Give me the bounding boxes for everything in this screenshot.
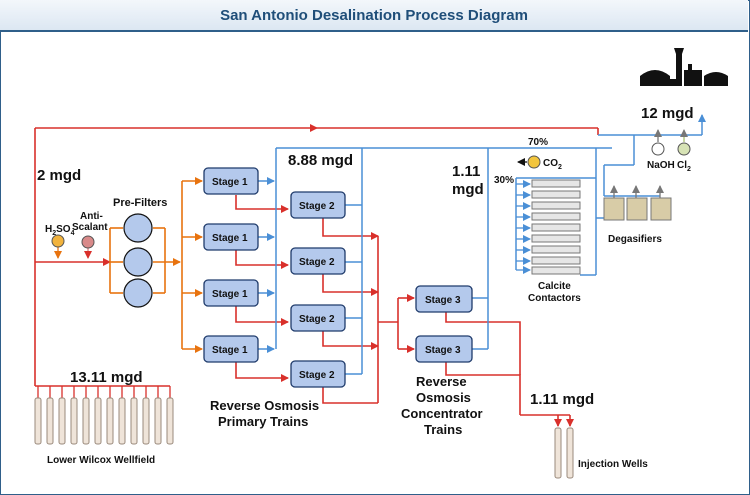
stage2-label: Stage 2 bbox=[299, 314, 335, 325]
chemical-dosing bbox=[51, 129, 691, 259]
stage1-label: Stage 1 bbox=[212, 233, 248, 244]
raw-water-lines bbox=[34, 127, 599, 427]
concentrator-label-line1: Reverse bbox=[416, 374, 467, 389]
injection-flow-label: 1.11 mgd bbox=[530, 391, 594, 408]
concentrator-label-line2: Osmosis bbox=[416, 390, 471, 405]
concentrator-label-line4: Trains bbox=[424, 422, 462, 437]
co2-label: CO2 bbox=[543, 158, 562, 171]
product-flow-label: 12 mgd bbox=[641, 105, 694, 122]
city-skyline-icon bbox=[640, 48, 728, 86]
split-70-label: 70% bbox=[528, 137, 548, 148]
feed-lines bbox=[109, 177, 203, 353]
bypass-arrow bbox=[310, 124, 318, 132]
stage1-label: Stage 1 bbox=[212, 345, 248, 356]
injection-wells-label: Injection Wells bbox=[578, 459, 648, 470]
permeate-flow-label: 8.88 mgd bbox=[288, 152, 353, 169]
diagram-title: San Antonio Desalination Process Diagram bbox=[220, 6, 528, 24]
h2so4-label: H2SO4 bbox=[45, 224, 75, 237]
antiscalant-label-line1: Anti- bbox=[80, 211, 103, 222]
naoh-label: NaOH bbox=[647, 160, 675, 171]
wellfield-label: Lower Wilcox Wellfield bbox=[47, 455, 155, 466]
degasifiers-label: Degasifiers bbox=[608, 234, 662, 245]
calcite-label-line2: Contactors bbox=[528, 293, 581, 304]
title-bar: San Antonio Desalination Process Diagram bbox=[0, 0, 748, 32]
stage2-label: Stage 2 bbox=[299, 201, 335, 212]
prefilter-vessels bbox=[123, 213, 153, 308]
injection-wells bbox=[554, 427, 574, 479]
concentrator-permeate-flow-line2: mgd bbox=[452, 181, 484, 198]
primary-trains-label-line1: Reverse Osmosis bbox=[210, 398, 319, 413]
prefilters-label: Pre-Filters bbox=[113, 197, 167, 209]
cl2-label: Cl2 bbox=[677, 160, 691, 173]
calcite-label-line1: Calcite bbox=[538, 281, 571, 292]
stage3-label: Stage 3 bbox=[425, 295, 461, 306]
split-30-label: 30% bbox=[494, 175, 514, 186]
stage3-label: Stage 3 bbox=[425, 345, 461, 356]
stage2-label: Stage 2 bbox=[299, 370, 335, 381]
stage-boxes bbox=[203, 167, 473, 388]
stage2-label: Stage 2 bbox=[299, 257, 335, 268]
antiscalant-label-line2: Scalant bbox=[72, 222, 108, 233]
stage1-label: Stage 1 bbox=[212, 289, 248, 300]
degasifiers bbox=[603, 185, 672, 221]
calcite-feed-arrows bbox=[516, 180, 531, 274]
concentrator-permeate-flow-line1: 1.11 bbox=[452, 163, 480, 180]
feed-flow-label: 2 mgd bbox=[37, 167, 81, 184]
concentrator-label-line3: Concentrator bbox=[401, 406, 483, 421]
permeate-lines bbox=[258, 114, 706, 375]
well-flow-label: 13.11 mgd bbox=[70, 369, 143, 386]
wellfield bbox=[34, 386, 174, 445]
stage1-label: Stage 1 bbox=[212, 177, 248, 188]
primary-trains-label-line2: Primary Trains bbox=[218, 414, 308, 429]
calcite-contactors bbox=[531, 179, 581, 275]
